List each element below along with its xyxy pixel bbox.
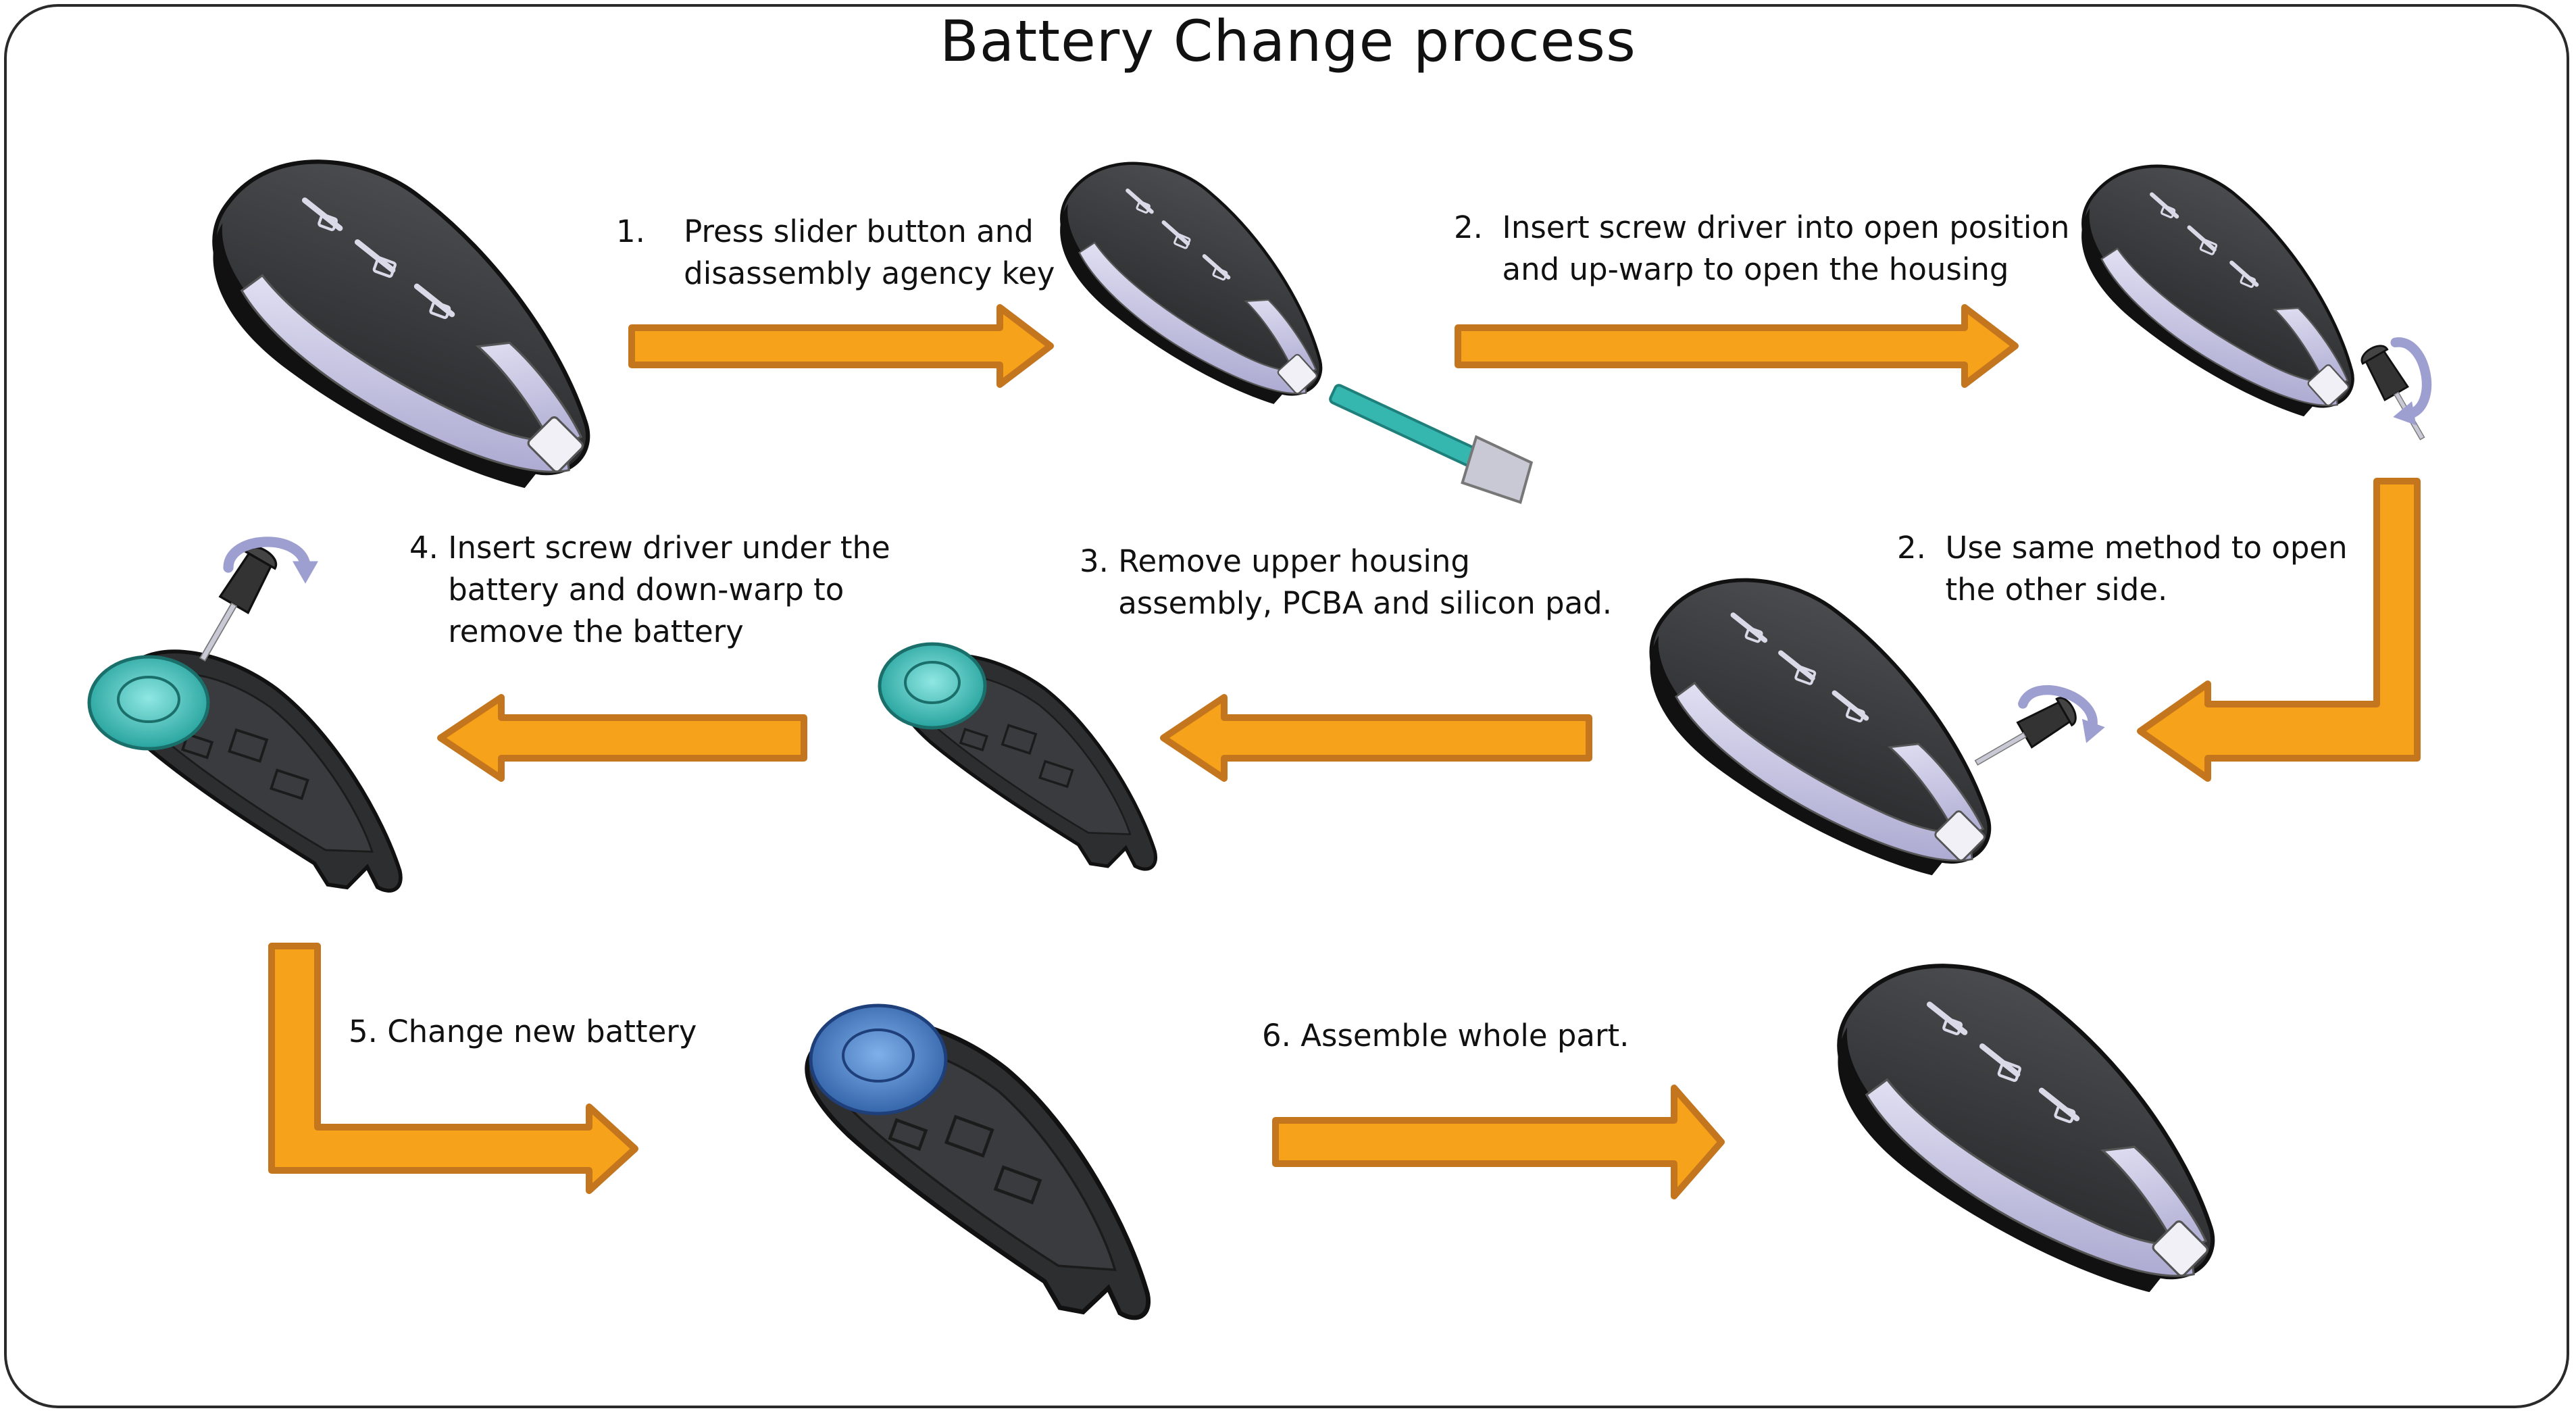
page-title: Battery Change process [940,8,1636,74]
process-arrow-icon [268,943,638,1194]
car-key-fob-icon [168,128,650,505]
step-5-label: 5. Change new battery [349,1011,697,1053]
step-4-line-3: remove the battery [409,614,744,649]
car-key-fob-icon [1792,932,2275,1310]
process-arrow-icon [437,694,807,782]
step-3-label: 3. Remove upper housing assembly, PCBA a… [1080,541,1612,624]
step-1-line-2: disassembly agency key [616,255,1055,291]
step-1-label: 1. Press slider button and disassembly a… [616,211,1055,295]
step-6-label: 6. Assemble whole part. [1262,1015,1629,1057]
step-2a-line-1: 2. Insert screw driver into open positio… [1454,209,2070,245]
step-2b-label: 2. Use same method to open the other sid… [1897,527,2348,611]
process-arrow-icon [1272,1085,1725,1199]
step-2b-line-1: 2. Use same method to open [1897,530,2348,566]
process-arrow-icon [2137,478,2421,782]
step-2b-line-2: the other side. [1897,572,2168,607]
coin-battery-icon [878,642,987,730]
step-2a-label: 2. Insert screw driver into open positio… [1454,207,2069,291]
step-2a-line-2: and up-warp to open the housing [1454,251,2009,287]
step-3-line-1: 3. Remove upper housing [1080,543,1470,579]
process-arrow-icon [1455,304,2019,388]
car-key-fob-icon [1609,549,2045,891]
process-arrow-icon [628,304,1054,388]
step-6-line-1: 6. Assemble whole part. [1262,1018,1630,1053]
coin-battery-icon [809,1003,948,1116]
mechanical-key-blade-icon [1329,384,1534,504]
step-4-line-2: battery and down-warp to [409,572,844,607]
car-key-fob-icon [2044,139,2405,431]
coin-battery-icon [87,655,210,751]
process-arrow-icon [1160,694,1592,782]
step-4-line-1: 4. Insert screw driver under the [409,530,890,566]
step-3-line-2: assembly, PCBA and silicon pad. [1080,585,1613,621]
step-4-label: 4. Insert screw driver under the battery… [409,527,890,653]
step-5-line-1: 5. Change new battery [349,1014,697,1049]
step-1-line-1: 1. Press slider button and [616,214,1034,249]
car-key-fob-icon [1024,136,1371,418]
